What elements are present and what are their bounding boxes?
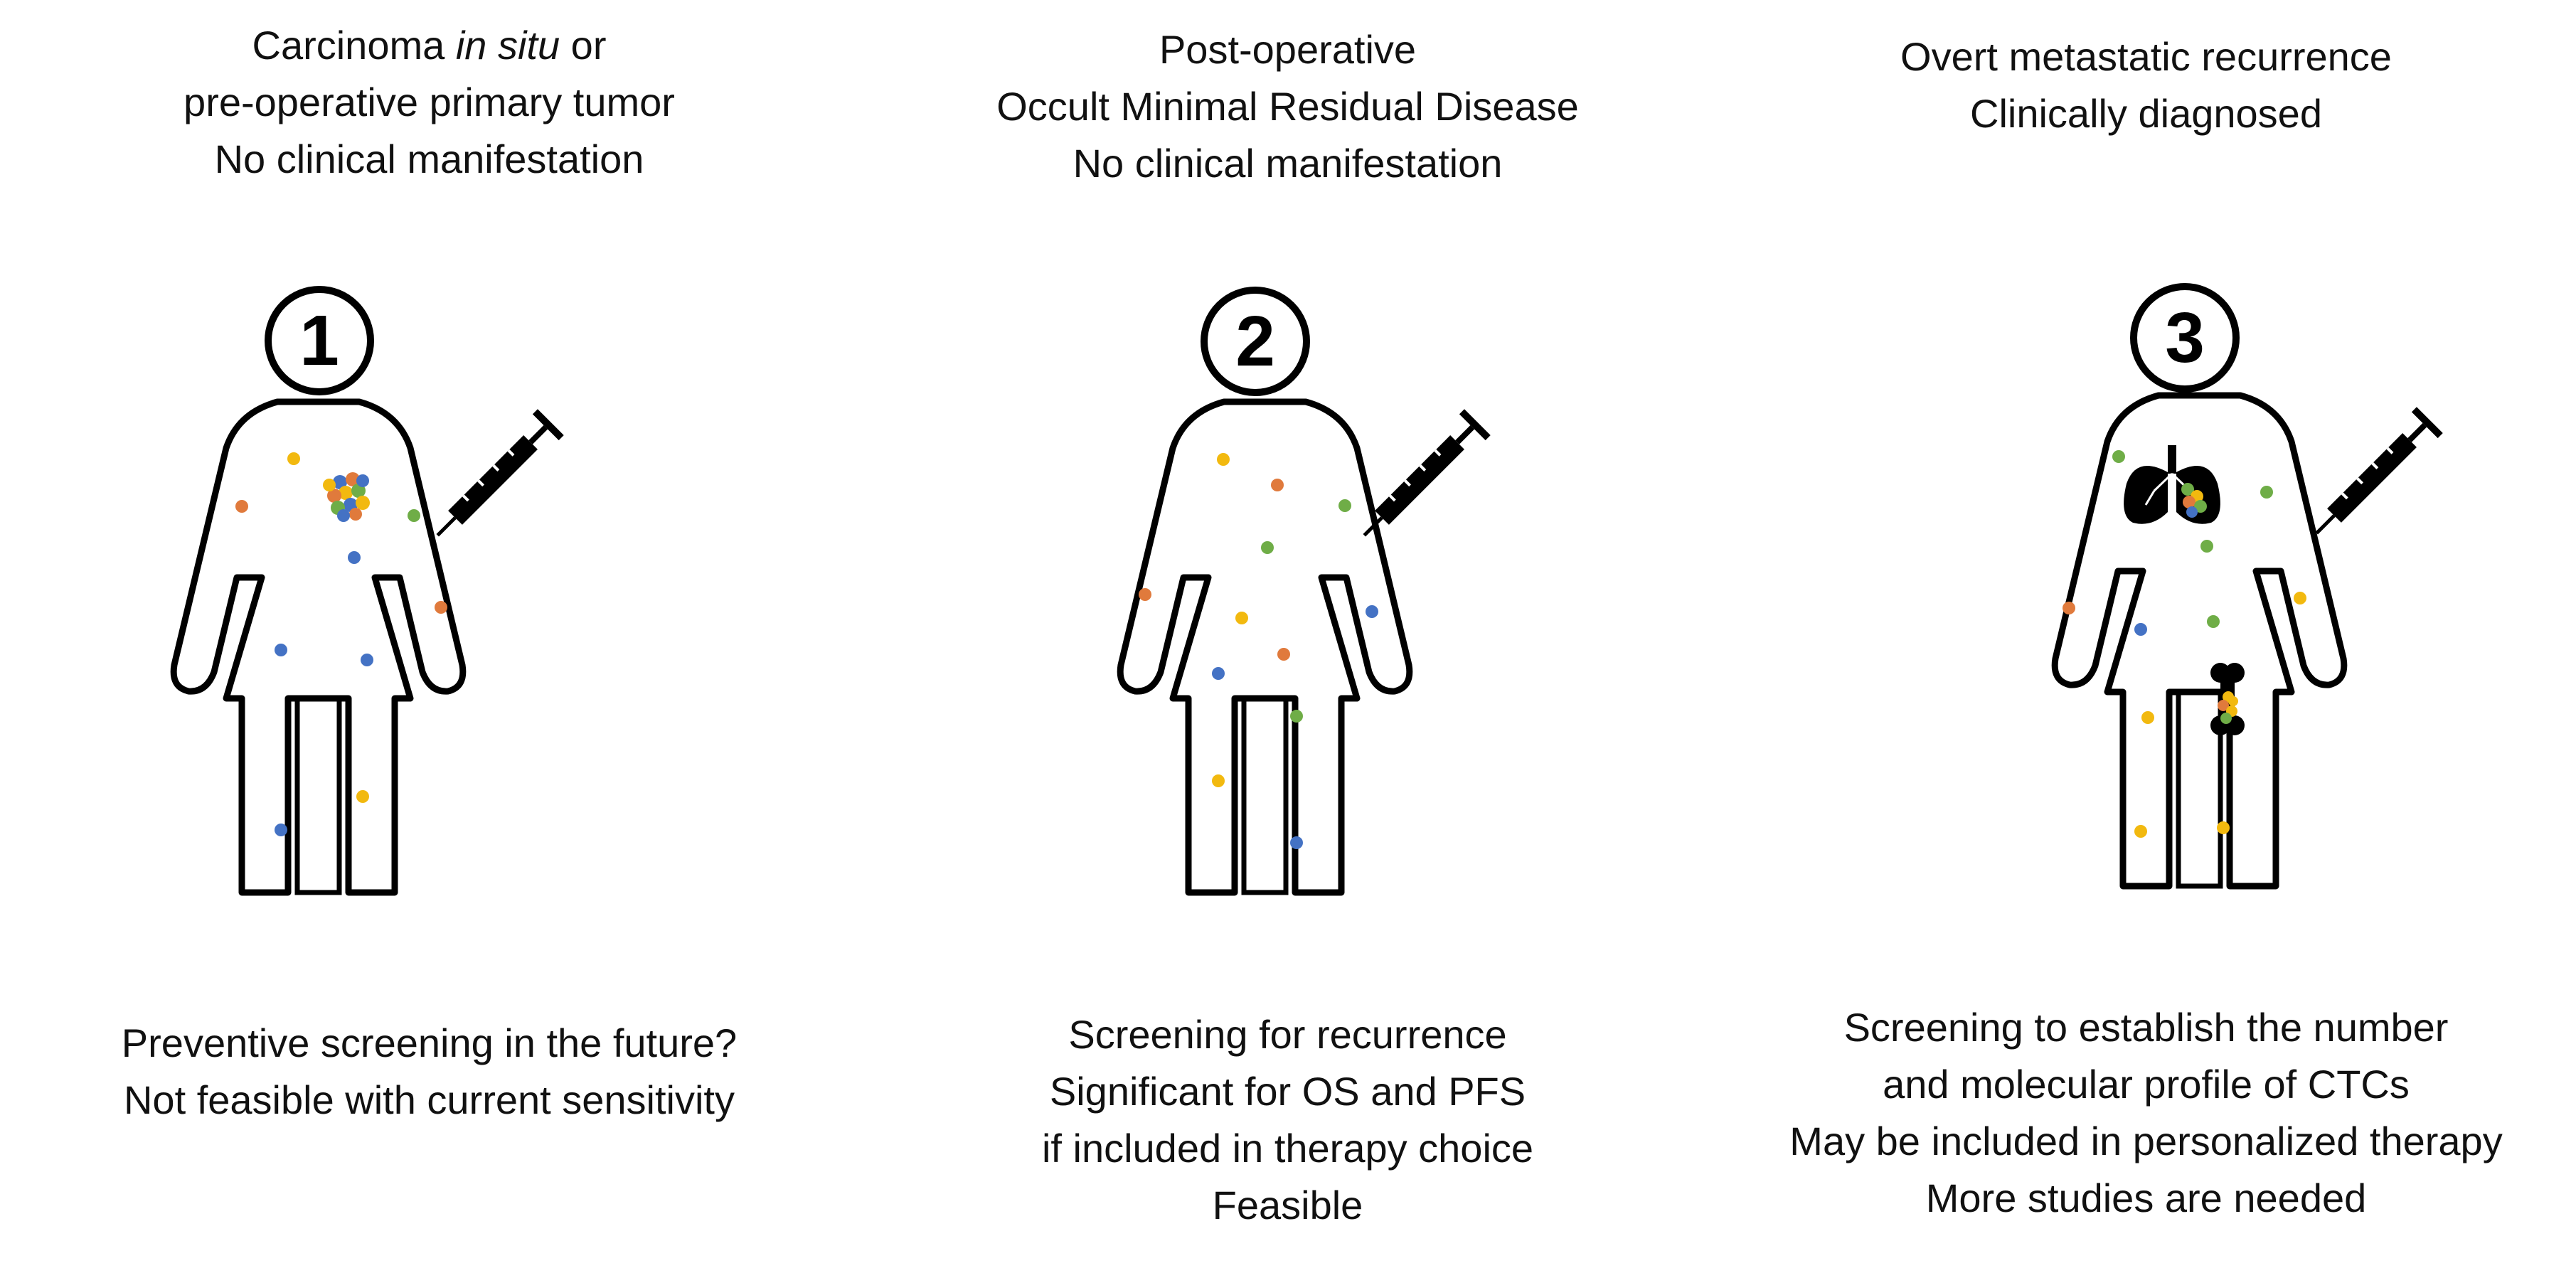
stage-1-note-line-2: Not feasible with current sensitivity (123, 1077, 735, 1122)
syringe-icon (2315, 407, 2443, 535)
stage-2-description-line-2: Occult Minimal Residual Disease (996, 84, 1579, 129)
stage-panel-2: Post-operative Occult Minimal Residual D… (858, 0, 1717, 1268)
stage-2-description-line-3: No clinical manifestation (1073, 141, 1503, 186)
stage-3-note-line-4: More studies are needed (1925, 1176, 2367, 1220)
stage-2-description-line-1: Post-operative (1159, 27, 1417, 72)
syringe-icon (1363, 409, 1491, 537)
tumor-cluster-icon (323, 472, 370, 522)
stage-1-description: Carcinoma in situ or pre-operative prima… (0, 17, 858, 188)
stage-3-description-line-2: Clinically diagnosed (1970, 91, 2322, 136)
stage-3-note-line-3: May be included in personalized therapy (1789, 1119, 2503, 1163)
ctc-dots (235, 452, 447, 836)
bone-icon (2210, 663, 2245, 735)
stage-2-note-line-1: Screening for recurrence (1068, 1012, 1507, 1057)
stage-2-description: Post-operative Occult Minimal Residual D… (858, 21, 1717, 192)
stage-1-description-line-1: Carcinoma in situ or (252, 23, 607, 68)
lungs-icon (2124, 445, 2220, 524)
stage-1-description-line-3: No clinical manifestation (214, 137, 644, 181)
stage-1-screening-note: Preventive screening in the future? Not … (0, 1015, 858, 1129)
stage-1-description-line-2: pre-operative primary tumor (183, 80, 675, 124)
stage-panel-3: Overt metastatic recurrence Clinically d… (1717, 0, 2575, 1268)
stage-3-note-line-2: and molecular profile of CTCs (1883, 1062, 2410, 1107)
stage-3-description: Overt metastatic recurrence Clinically d… (1717, 28, 2575, 142)
stage-number-1: 1 (299, 301, 339, 380)
ctc-dots (2063, 450, 2306, 838)
stage-3-note-line-1: Screening to establish the number (1843, 1005, 2449, 1050)
woman-figure-icon: 3 (2051, 283, 2348, 890)
ctc-dots (1139, 453, 1378, 849)
stage-1-note-line-1: Preventive screening in the future? (121, 1021, 738, 1065)
stage-2-screening-note: Screening for recurrence Significant for… (858, 1006, 1717, 1234)
stage-3-screening-note: Screening to establish the number and mo… (1717, 999, 2575, 1227)
stage-2-note-line-2: Significant for OS and PFS (1049, 1069, 1526, 1114)
stage-2-note-line-3: if included in therapy choice (1041, 1126, 1534, 1171)
woman-figure-icon: 2 (1117, 287, 1413, 896)
stage-1-figure: 1 (0, 270, 858, 910)
syringe-icon (436, 409, 564, 537)
woman-figure-icon: 1 (170, 286, 467, 896)
stage-number-3: 3 (2165, 298, 2205, 378)
stage-panel-1: Carcinoma in situ or pre-operative prima… (0, 0, 858, 1268)
stage-3-figure: 3 (1717, 270, 2575, 910)
in-situ-italic: in situ (455, 23, 560, 68)
stage-2-note-line-4: Feasible (1212, 1183, 1363, 1227)
stage-2-figure: 2 (858, 270, 1717, 910)
stage-3-description-line-1: Overt metastatic recurrence (1900, 34, 2392, 79)
stage-number-2: 2 (1235, 302, 1275, 381)
